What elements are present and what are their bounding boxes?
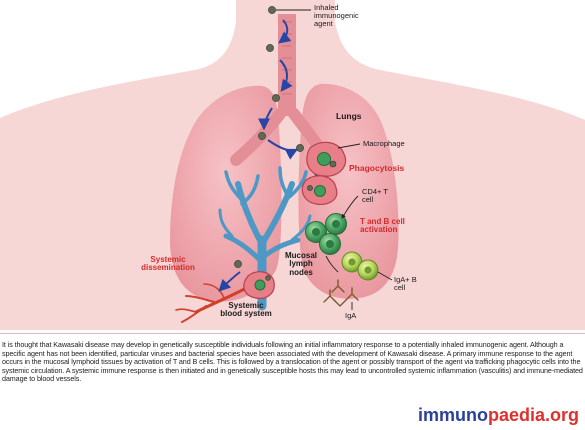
label-t-b-activation: T and B cell activation (360, 218, 414, 235)
label-macrophage: Macrophage (363, 140, 405, 148)
site-logo[interactable]: immunopaedia.org (418, 405, 579, 426)
label-cd4-t-cell: CD4+ T cell (362, 188, 396, 204)
logo-part-2: paedia.org (488, 405, 579, 425)
label-mucosal-lymph-nodes: Mucosal lymph nodes (280, 252, 322, 277)
label-systemic-dissemination: Systemic dissemination (138, 256, 198, 273)
caption-text: It is thought that Kawasaki disease may … (2, 341, 583, 384)
label-phagocytosis: Phagocytosis (349, 164, 404, 173)
trafficking-phagocyte (244, 272, 274, 299)
label-systemic-blood-system: Systemic blood system (220, 302, 272, 319)
separator (0, 333, 585, 334)
logo-part-1: immuno (418, 405, 488, 425)
phagocyte-cell (302, 176, 336, 205)
label-inhaled-agent: Inhaled immunogenic agent (314, 4, 374, 28)
label-iga-b-cell: IgA+ B cell (394, 276, 426, 292)
label-lungs: Lungs (336, 112, 362, 121)
label-iga: IgA (345, 312, 356, 320)
caption: It is thought that Kawasaki disease may … (2, 341, 583, 384)
kawasaki-pathogenesis-diagram (0, 0, 585, 330)
